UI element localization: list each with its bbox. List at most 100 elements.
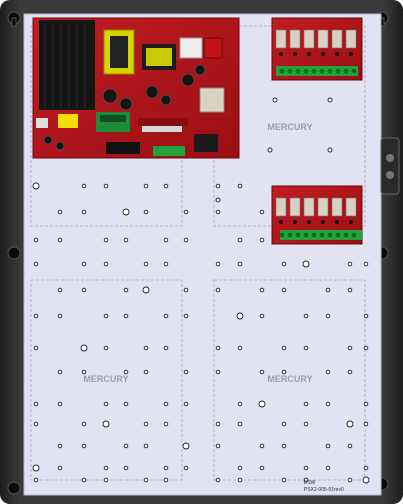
output-module-top: [271, 17, 363, 81]
mounting-hole: [281, 369, 287, 375]
mounting-hole: [143, 477, 149, 483]
mounting-hole: [236, 312, 244, 320]
mounting-hole: [259, 465, 265, 471]
mounting-hole: [183, 401, 189, 407]
mounting-hole: [163, 401, 169, 407]
mounting-hole: [237, 401, 243, 407]
power-supply-board: [32, 17, 240, 159]
mounting-hole: [215, 197, 221, 203]
mounting-hole: [237, 237, 243, 243]
mounting-hole: [103, 313, 109, 319]
terminal-screw: [351, 68, 357, 74]
terminal-screw: [311, 68, 317, 74]
mounting-hole: [325, 465, 331, 471]
mounting-hole: [363, 465, 369, 471]
mounting-hole: [259, 313, 265, 319]
mounting-hole: [33, 345, 39, 351]
mounting-hole: [81, 477, 87, 483]
mounting-hole: [163, 313, 169, 319]
terminal-screw: [311, 232, 317, 238]
mounting-hole: [123, 313, 129, 319]
mounting-hole: [237, 477, 243, 483]
mounting-hole: [259, 237, 265, 243]
status-led: [279, 220, 283, 224]
mounting-hole: [123, 465, 129, 471]
mounting-hole: [102, 420, 110, 428]
mounting-hole: [347, 369, 353, 375]
mounting-hole: [347, 261, 353, 267]
mounting-hole: [347, 287, 353, 293]
status-led: [307, 220, 311, 224]
mounting-hole: [363, 261, 369, 267]
mounting-hole: [57, 465, 63, 471]
mounting-hole: [123, 369, 129, 375]
mounting-hole: [183, 287, 189, 293]
mounting-hole: [103, 237, 109, 243]
mounting-hole: [303, 401, 309, 407]
mounting-hole: [143, 183, 149, 189]
terminal-screw: [343, 232, 349, 238]
mounting-hole: [215, 261, 221, 267]
mounting-hole: [281, 287, 287, 293]
mounting-hole: [57, 443, 63, 449]
mounting-hole: [303, 477, 309, 483]
mounting-hole: [215, 443, 221, 449]
relay: [289, 197, 301, 217]
mounting-holes: [32, 97, 370, 484]
mounting-hole: [33, 313, 39, 319]
mounting-hole: [103, 401, 109, 407]
mounting-hole: [281, 443, 287, 449]
mounting-hole: [215, 477, 221, 483]
relay: [275, 197, 287, 217]
mounting-hole: [81, 287, 87, 293]
mounting-hole: [237, 183, 243, 189]
output-module-bottom: [271, 185, 363, 245]
mounting-hole: [142, 286, 150, 294]
mounting-hole: [327, 97, 333, 103]
mounting-hole: [33, 261, 39, 267]
mounting-hole: [143, 345, 149, 351]
mounting-hole: [143, 261, 149, 267]
mounting-hole: [80, 344, 88, 352]
mounting-hole: [183, 465, 189, 471]
mounting-hole: [33, 401, 39, 407]
mounting-hole: [183, 313, 189, 319]
mounting-hole: [81, 421, 87, 427]
terminal-screw: [335, 68, 341, 74]
terminal-screw: [295, 232, 301, 238]
relay: [289, 29, 301, 49]
mounting-hole: [259, 209, 265, 215]
mounting-hole: [281, 261, 287, 267]
mounting-hole: [281, 477, 287, 483]
mounting-hole: [32, 464, 40, 472]
mounting-hole: [182, 442, 190, 450]
terminal-screw: [327, 232, 333, 238]
terminal-screw: [303, 68, 309, 74]
mounting-hole: [123, 237, 129, 243]
relay: [345, 29, 357, 49]
mounting-hole: [215, 345, 221, 351]
status-led: [293, 52, 297, 56]
mounting-hole: [57, 369, 63, 375]
mounting-hole: [215, 369, 221, 375]
terminal-screw: [295, 68, 301, 74]
mounting-hole: [163, 477, 169, 483]
status-led: [349, 220, 353, 224]
terminal-screw: [327, 68, 333, 74]
mounting-hole: [325, 287, 331, 293]
mounting-hole: [362, 476, 370, 484]
mounting-hole: [259, 443, 265, 449]
relay: [345, 197, 357, 217]
zone-label-bottom-left: MERCURY: [83, 374, 128, 384]
terminal-screw: [287, 68, 293, 74]
terminal-screw: [279, 68, 285, 74]
mounting-hole: [215, 209, 221, 215]
terminal-screw: [319, 68, 325, 74]
module-terminal-strip: [276, 66, 358, 76]
mounting-hole: [81, 261, 87, 267]
mounting-hole: [81, 443, 87, 449]
mounting-hole: [303, 313, 309, 319]
mounting-hole: [325, 313, 331, 319]
mounting-hole: [303, 465, 309, 471]
